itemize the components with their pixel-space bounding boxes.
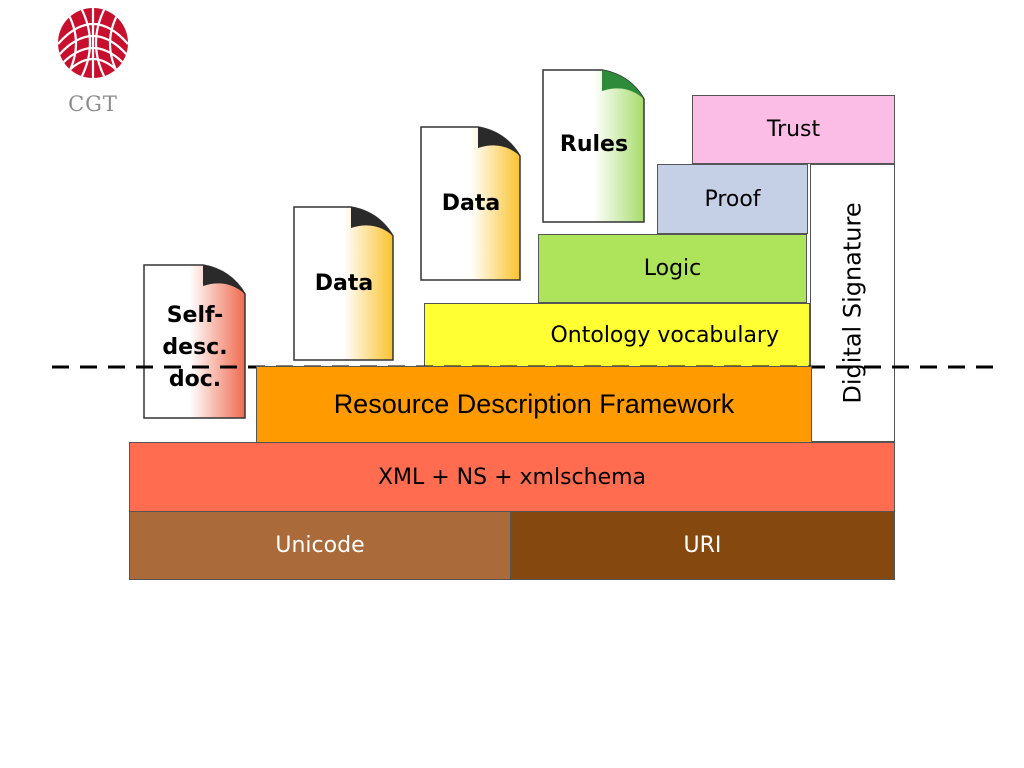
- document-icon: [143, 264, 246, 419]
- layer-label: Resource Description Framework: [333, 389, 735, 419]
- doc-label: Data: [441, 191, 501, 216]
- doc-label-line3: doc.: [168, 367, 222, 392]
- data-document-1: Data: [293, 206, 395, 361]
- globe-lattice-icon: [58, 8, 128, 78]
- doc-label: Data: [314, 271, 374, 296]
- xml-layer: XML + NS + xmlschema: [129, 442, 895, 512]
- dashed-separator: [52, 365, 997, 369]
- logic-layer: Logic: [538, 234, 807, 303]
- document-icon: [542, 69, 645, 223]
- data-document-2: Data: [420, 126, 522, 281]
- layer-label: Digital Signature: [838, 202, 867, 404]
- self-describing-doc: Self- desc. doc.: [143, 264, 247, 419]
- doc-label-line1: Self-: [166, 303, 224, 328]
- digital-signature-layer: Digital Signature: [810, 164, 895, 442]
- uri-layer: URI: [510, 511, 895, 580]
- rules-document: Rules: [542, 69, 646, 223]
- layer-label: Ontology vocabulary: [550, 322, 779, 348]
- ontology-layer: Ontology vocabulary: [424, 303, 810, 367]
- layer-label: URI: [683, 533, 722, 558]
- layer-label: Unicode: [275, 533, 365, 558]
- logo-text: CGT: [68, 92, 118, 116]
- unicode-layer: Unicode: [129, 511, 511, 580]
- doc-label: Rules: [559, 132, 629, 157]
- layer-label: Trust: [766, 117, 821, 142]
- trust-layer: Trust: [692, 95, 895, 164]
- rdf-layer: Resource Description Framework: [256, 366, 812, 443]
- doc-label-line2: desc.: [162, 335, 228, 360]
- document-icon: [293, 206, 394, 361]
- proof-layer: Proof: [657, 164, 808, 234]
- cgt-logo: CGT: [52, 6, 134, 118]
- document-icon: [420, 126, 521, 281]
- layer-label: XML + NS + xmlschema: [377, 464, 647, 490]
- layer-label: Proof: [704, 186, 761, 212]
- layer-label: Logic: [643, 256, 702, 281]
